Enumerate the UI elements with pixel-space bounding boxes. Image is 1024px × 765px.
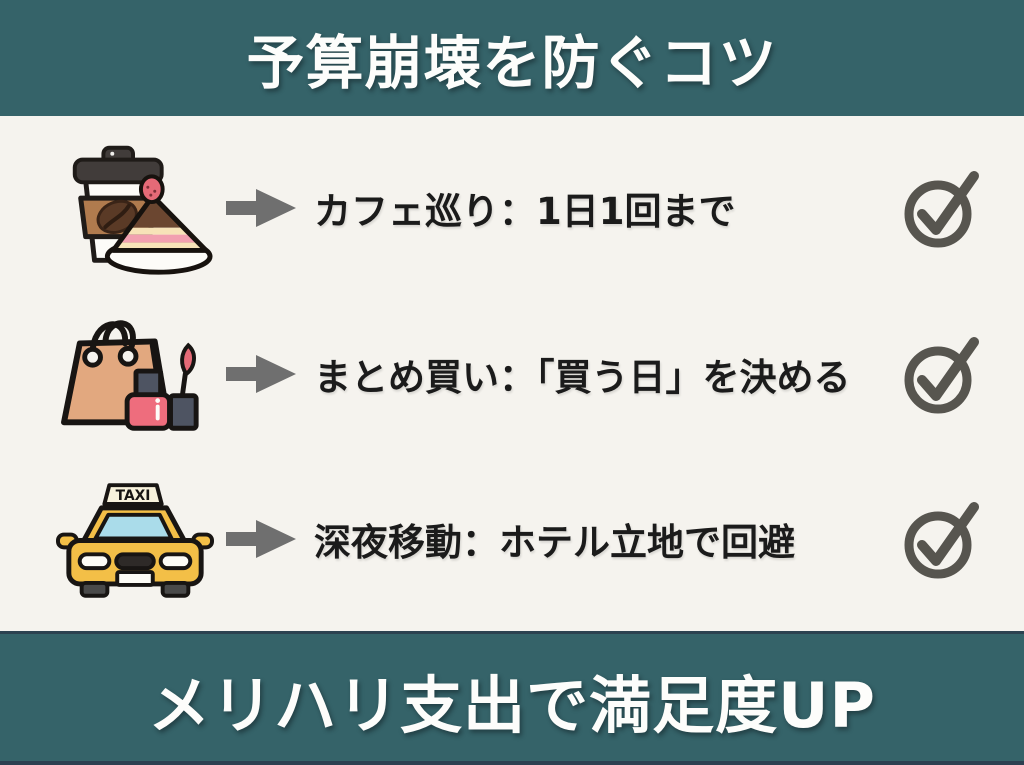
coffee-and-cake-icon xyxy=(50,138,220,278)
header-band: 予算崩壊を防ぐコツ xyxy=(0,0,1024,116)
taxi-sign-label: TAXI xyxy=(116,488,151,504)
tips-list: カフェ巡り：1日1回まで xyxy=(0,116,1024,631)
list-item-shopping: まとめ買い：「買う日」を決める xyxy=(50,295,984,453)
check-circle-icon xyxy=(900,330,984,418)
footer-title: メリハリ支出で満足度UP xyxy=(148,668,876,742)
arrow-right-icon xyxy=(226,517,298,561)
list-item-label: カフェ巡り：1日1回まで xyxy=(314,190,736,234)
list-item-taxi: TAXI xyxy=(50,460,984,618)
footer-band: メリハリ支出で満足度UP xyxy=(0,631,1024,765)
page-title: 予算崩壊を防ぐコツ xyxy=(246,29,778,97)
taxi-icon: TAXI xyxy=(50,479,220,598)
arrow-right-icon xyxy=(226,186,298,230)
list-item-label: 深夜移動：ホテル立地で回避 xyxy=(314,520,795,564)
check-circle-icon xyxy=(900,495,984,583)
check-circle-icon xyxy=(900,164,984,252)
shopping-bag-cosmetics-icon xyxy=(50,302,220,445)
list-item-label: まとめ買い：「買う日」を決める xyxy=(314,355,851,399)
arrow-right-icon xyxy=(226,352,298,396)
list-item-cafe: カフェ巡り：1日1回まで xyxy=(50,129,984,287)
